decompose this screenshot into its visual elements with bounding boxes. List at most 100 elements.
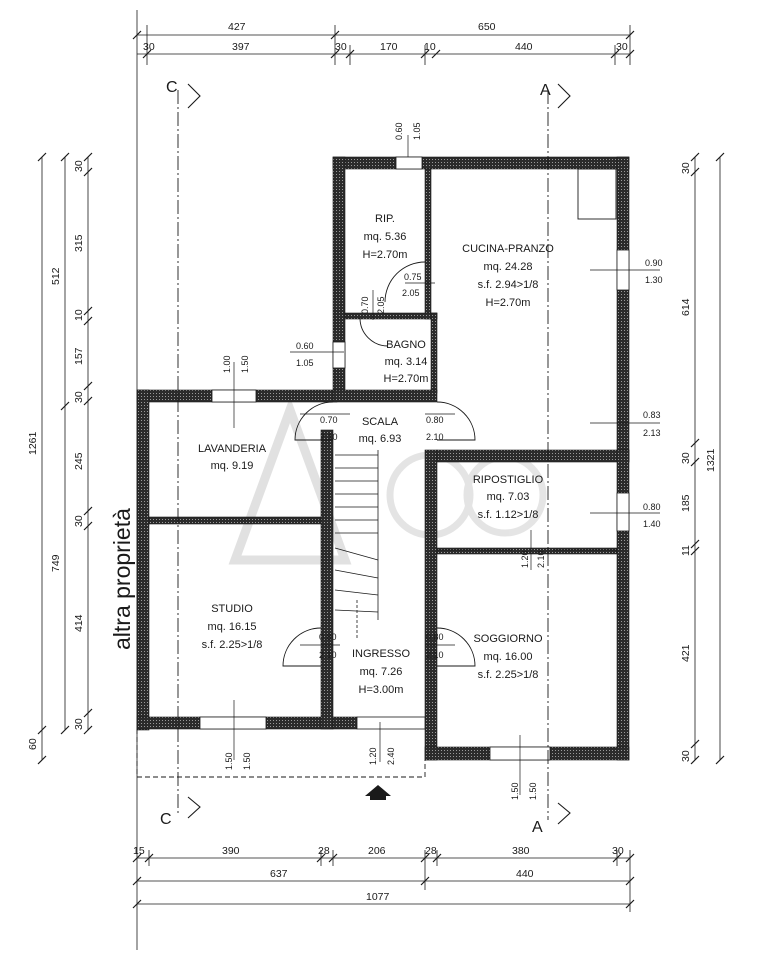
- kitchen-cabinet: [577, 168, 617, 220]
- dimension-lines: [41, 10, 721, 950]
- svg-text:s.f. 2.25>1/8: s.f. 2.25>1/8: [478, 669, 539, 681]
- room-ripostiglio: RIPOSTIGLIO mq. 7.03 s.f. 1.12>1/8: [473, 474, 544, 521]
- dim-top2-1: 30: [143, 41, 155, 53]
- dim-left-inner-4: 157: [73, 347, 85, 365]
- svg-text:1.50: 1.50: [510, 782, 520, 800]
- dim-left-inner-1: 30: [73, 160, 85, 172]
- door-studio: [282, 627, 322, 667]
- svg-text:CUCINA-PRANZO: CUCINA-PRANZO: [462, 243, 554, 255]
- svg-text:mq. 6.93: mq. 6.93: [359, 433, 402, 445]
- svg-text:mq. 3.14: mq. 3.14: [385, 356, 428, 368]
- svg-text:H=2.70m: H=2.70m: [384, 373, 429, 385]
- svg-text:0.70: 0.70: [320, 415, 338, 425]
- svg-text:LAVANDERIA: LAVANDERIA: [198, 443, 267, 455]
- svg-text:0.80: 0.80: [643, 502, 661, 512]
- entrance-arrow-icon: [365, 785, 391, 800]
- section-a-top: A: [540, 82, 551, 99]
- svg-text:H=2.70m: H=2.70m: [363, 249, 408, 261]
- svg-text:mq. 7.26: mq. 7.26: [360, 666, 403, 678]
- wall-rip-bagno: [344, 312, 438, 320]
- svg-text:1.50: 1.50: [224, 752, 234, 770]
- room-ingresso: INGRESSO mq. 7.26 H=3.00m: [352, 648, 411, 696]
- svg-text:1.00: 1.00: [222, 355, 232, 373]
- svg-text:0.80: 0.80: [426, 415, 444, 425]
- svg-text:RIPOSTIGLIO: RIPOSTIGLIO: [473, 474, 544, 486]
- room-bagno: BAGNO mq. 3.14 H=2.70m: [384, 339, 429, 385]
- svg-text:1.50: 1.50: [242, 752, 252, 770]
- wall-west-lower: [136, 389, 150, 731]
- svg-text:2.10: 2.10: [319, 650, 337, 660]
- wall-ripo-north: [436, 449, 630, 463]
- svg-text:mq. 24.28: mq. 24.28: [484, 261, 533, 273]
- svg-text:mq. 16.15: mq. 16.15: [208, 621, 257, 633]
- dim-right-outer-1: 1321: [705, 448, 717, 472]
- dim-bot2-1: 637: [270, 868, 288, 880]
- svg-text:1.20: 1.20: [520, 550, 530, 568]
- dim-right-inner-5: 11: [680, 545, 692, 556]
- svg-text:2.13: 2.13: [643, 428, 661, 438]
- walls: [136, 156, 630, 761]
- door-scala-right: [436, 401, 476, 441]
- dim-top2-6: 440: [515, 41, 533, 53]
- door-swings: [282, 261, 476, 667]
- room-rip: RIP. mq. 5.36 H=2.70m: [363, 213, 408, 261]
- dim-right-inner-6: 421: [680, 644, 692, 662]
- dim-left-inner-6: 245: [73, 452, 85, 470]
- dim-bot2-2: 440: [516, 868, 534, 880]
- room-lavanderia: LAVANDERIA mq. 9.19: [198, 443, 267, 472]
- section-a-bottom: A: [532, 819, 543, 836]
- dim-left-inner-3: 10: [73, 309, 85, 321]
- svg-text:s.f. 1.12>1/8: s.f. 1.12>1/8: [478, 509, 539, 521]
- section-c-top: C: [166, 79, 178, 96]
- dim-top2-3: 30: [335, 41, 347, 53]
- door-soggiorno: [436, 627, 476, 667]
- property-note: altra proprietà: [109, 508, 135, 650]
- dim-bot1-4: 206: [368, 845, 386, 857]
- dim-top-1: 427: [228, 21, 246, 33]
- svg-text:2.10: 2.10: [426, 650, 444, 660]
- dim-top2-2: 397: [232, 41, 250, 53]
- svg-text:mq. 16.00: mq. 16.00: [484, 651, 533, 663]
- room-cucina: CUCINA-PRANZO mq. 24.28 s.f. 2.94>1/8 H=…: [462, 243, 554, 309]
- wall-lav-studio: [148, 516, 333, 525]
- room-studio: STUDIO mq. 16.15 s.f. 2.25>1/8: [202, 603, 263, 651]
- dim-right-inner-2: 614: [680, 298, 692, 316]
- wall-east-upper: [616, 156, 630, 463]
- wall-ingresso-east: [424, 449, 438, 761]
- svg-text:INGRESSO: INGRESSO: [352, 648, 411, 660]
- dim-left-mid-2: 749: [50, 554, 62, 572]
- room-scala: SCALA mq. 6.93: [359, 416, 402, 445]
- dim-left-mid-1: 512: [50, 267, 62, 285]
- svg-text:2.05: 2.05: [402, 288, 420, 298]
- svg-text:0.80: 0.80: [319, 632, 337, 642]
- svg-text:2.10: 2.10: [426, 432, 444, 442]
- dim-top2-5: 10: [424, 41, 436, 53]
- svg-text:1.05: 1.05: [296, 358, 314, 368]
- dim-bot1-3: 28: [318, 845, 330, 857]
- dim-left-inner-2: 315: [73, 234, 85, 252]
- svg-text:2.40: 2.40: [386, 747, 396, 765]
- svg-text:SOGGIORNO: SOGGIORNO: [473, 633, 543, 645]
- dimension-ticks: [37, 30, 725, 909]
- svg-text:1.05: 1.05: [412, 122, 422, 140]
- svg-text:1.20: 1.20: [368, 747, 378, 765]
- section-markers: [187, 83, 571, 825]
- section-c-bottom: C: [160, 811, 172, 828]
- svg-text:0.75: 0.75: [404, 272, 422, 282]
- dim-left-inner-8: 414: [73, 614, 85, 632]
- dim-top-2: 650: [478, 21, 496, 33]
- dim-top2-7: 30: [616, 41, 628, 53]
- room-soggiorno: SOGGIORNO mq. 16.00 s.f. 2.25>1/8: [473, 633, 543, 681]
- dim-right-inner-3: 30: [680, 452, 692, 464]
- svg-text:0.83: 0.83: [643, 410, 661, 420]
- wall-bagno-east: [430, 312, 438, 394]
- dim-left-outer-2: 60: [27, 738, 39, 750]
- door-rip: [384, 261, 426, 303]
- opening-labels: 0.60 1.05 0.75 2.05 0.70 2.05 0.60 1.05 …: [222, 122, 663, 800]
- dim-right-inner-1: 30: [680, 162, 692, 174]
- wall-rip-cucina: [424, 168, 432, 320]
- svg-text:2.10: 2.10: [320, 432, 338, 442]
- svg-text:0.70: 0.70: [360, 296, 370, 314]
- svg-text:1.50: 1.50: [528, 782, 538, 800]
